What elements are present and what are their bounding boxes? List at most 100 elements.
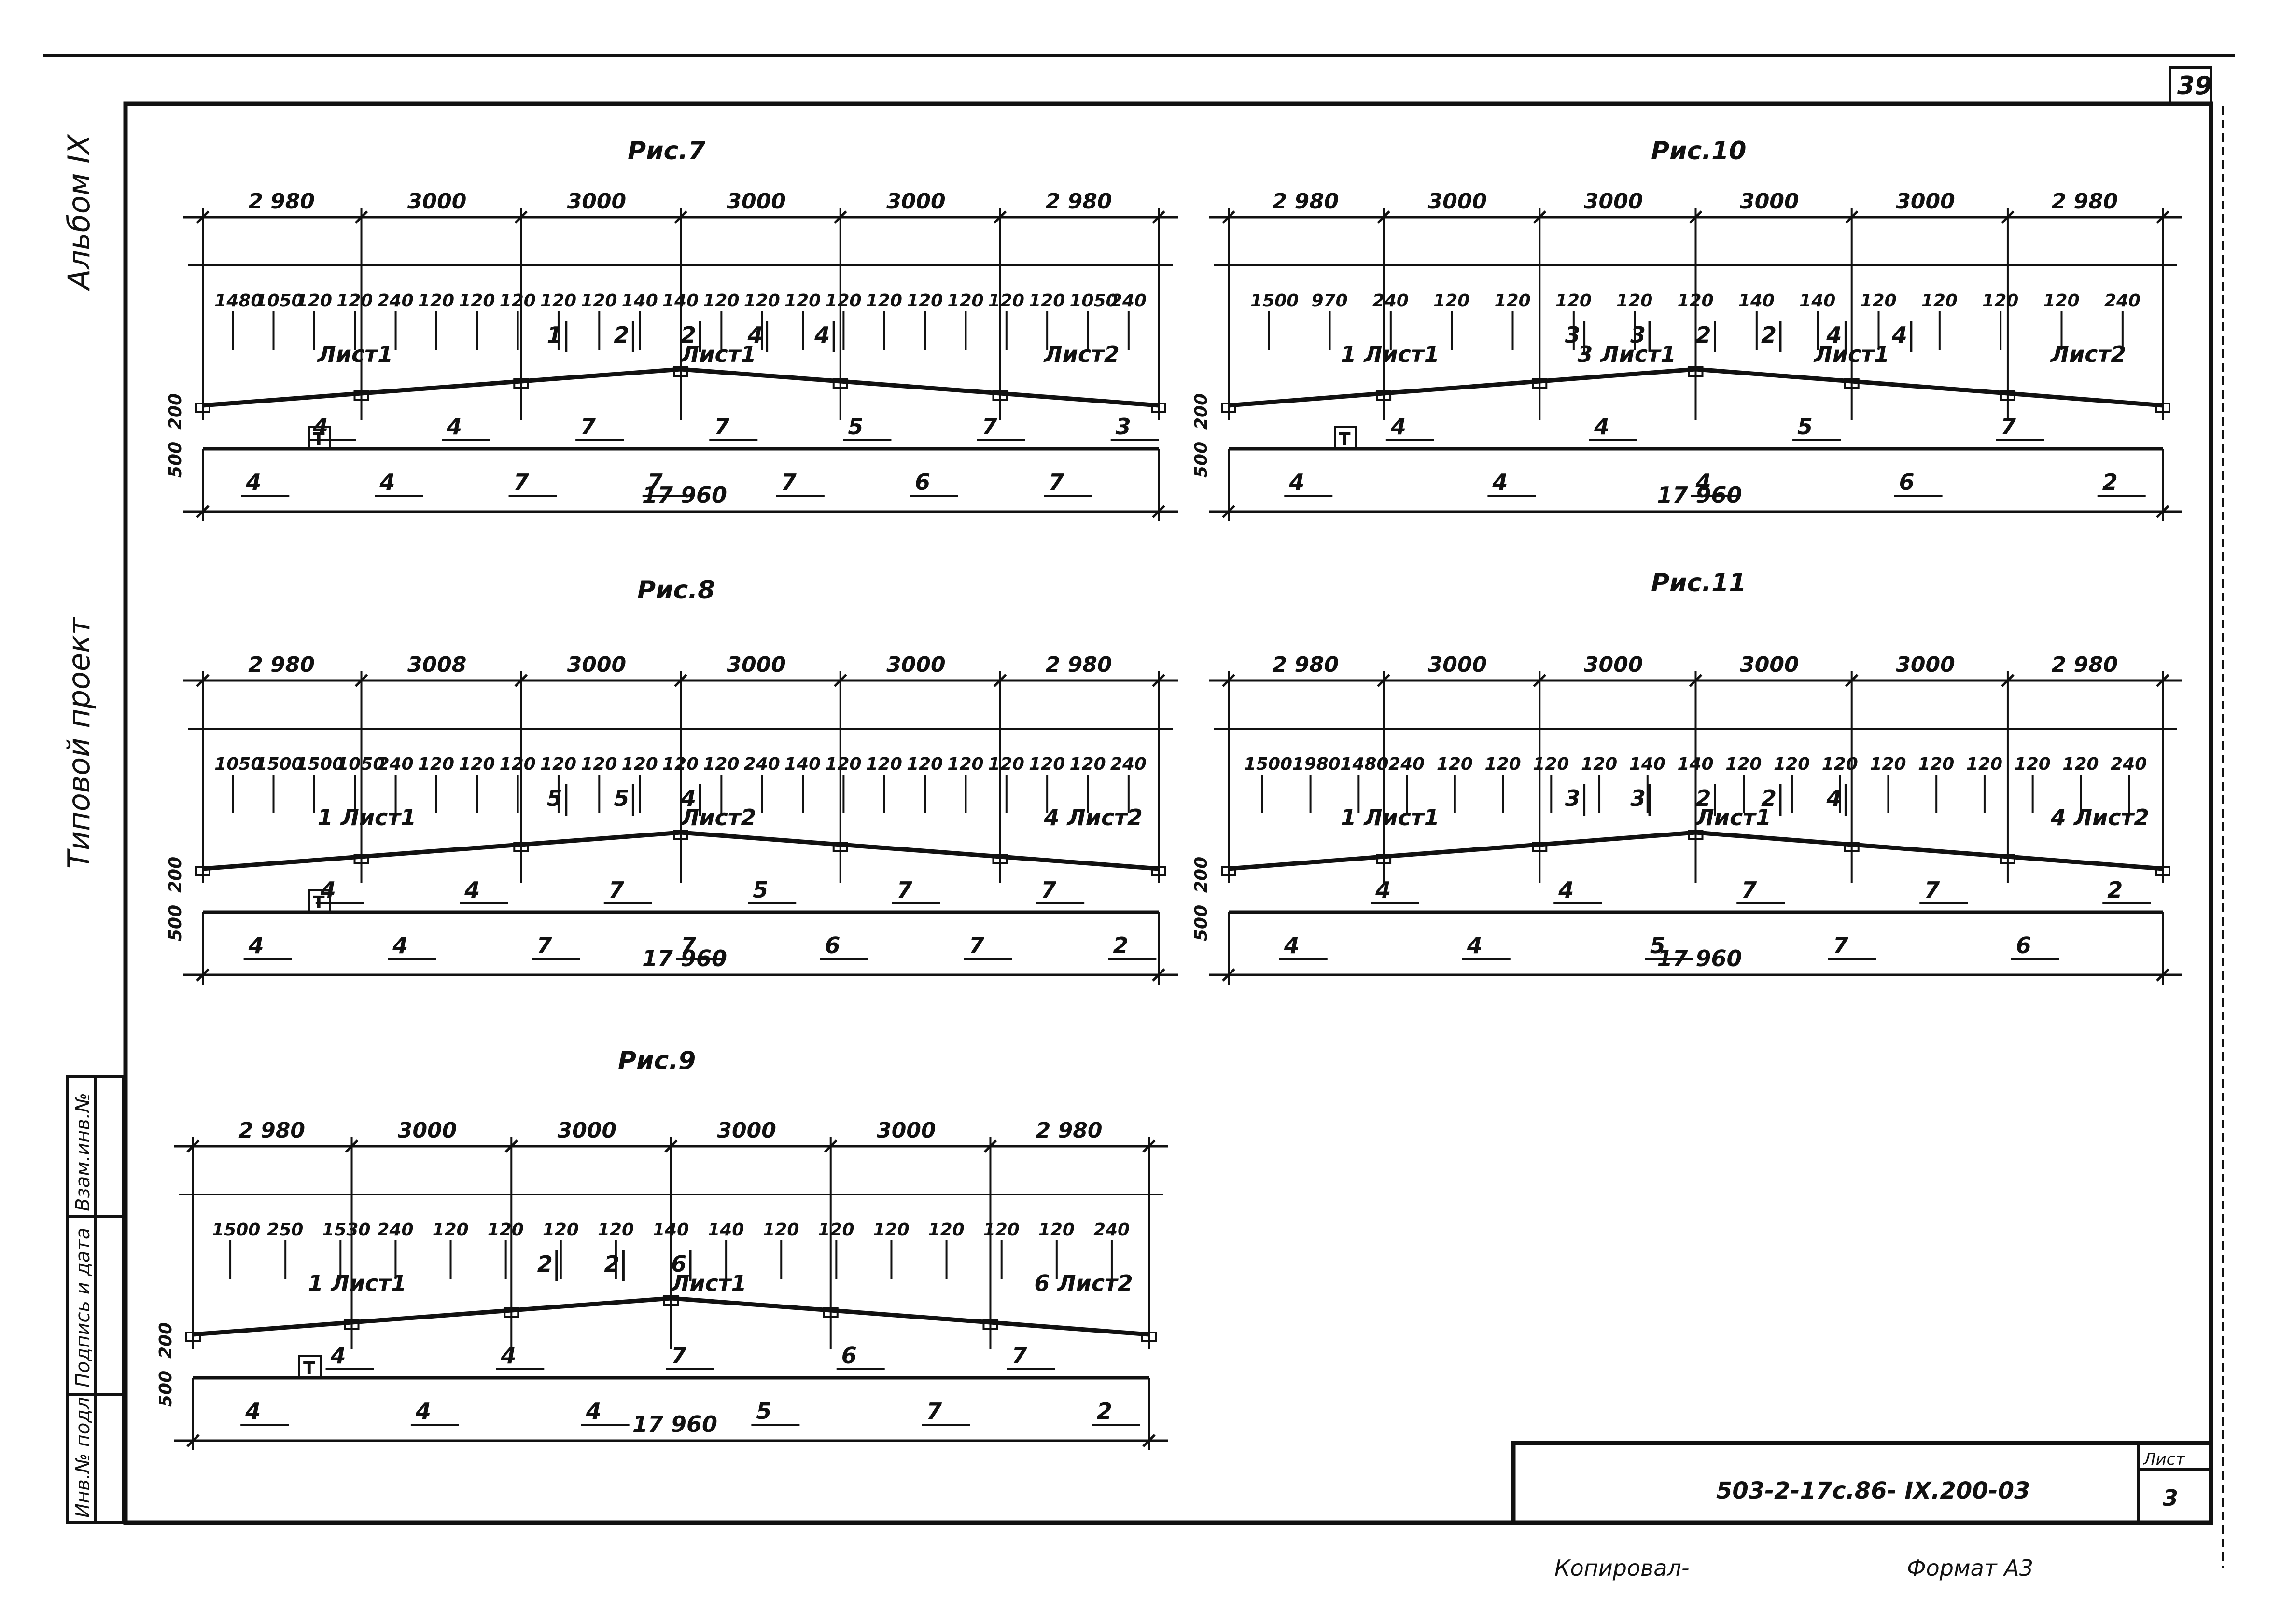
- purlin-block: [195, 403, 210, 413]
- sub-dimension: 240: [1110, 754, 1147, 774]
- sheet-number: 3: [2163, 1485, 2178, 1511]
- section-mark: 2: [1761, 322, 1777, 348]
- sub-dimension: 120: [1029, 291, 1065, 311]
- callout-number: 6: [2016, 932, 2031, 958]
- roof-profile: [1228, 830, 2163, 871]
- callout-number: 2: [1113, 932, 1128, 958]
- bay-dimension: 2 980: [2051, 189, 2118, 214]
- sub-dimension: 120: [784, 291, 821, 311]
- bay-dimension: 2 980: [1046, 652, 1112, 677]
- purlin-block: [663, 1295, 679, 1306]
- section-mark: 2: [1696, 785, 1711, 811]
- height-200: 200: [166, 393, 185, 430]
- format-label: Формат А3: [1907, 1555, 2033, 1581]
- sub-dimension: 120: [825, 754, 861, 774]
- callout-number: 7: [781, 469, 797, 495]
- section-mark: 4: [814, 322, 830, 348]
- page-number-box: [2169, 66, 2212, 105]
- sub-dimension: 120: [296, 291, 332, 311]
- bay-dimension: 2 980: [248, 189, 315, 214]
- stamp-signature-date: Подпись и дата: [72, 1228, 94, 1388]
- section-mark: 4: [1891, 322, 1907, 348]
- bay-dimension: 3000: [558, 1118, 616, 1143]
- sub-dimension: 120: [744, 291, 780, 311]
- callout-number: 4: [1594, 414, 1609, 440]
- sub-dimension: 120: [866, 291, 902, 311]
- sub-dimension: 120: [763, 1220, 799, 1240]
- sheet-mark: Лист1: [1695, 805, 1771, 831]
- roof-profile: [193, 1296, 1149, 1337]
- sub-dimension: 120: [433, 1220, 469, 1240]
- callout-number: 7: [1833, 932, 1848, 958]
- sub-dimension: 1480: [1340, 754, 1388, 774]
- bay-dimension: 3000: [727, 652, 785, 677]
- sub-dimension: 120: [873, 1220, 909, 1240]
- sub-dimension: 120: [418, 754, 454, 774]
- purlin-block: [1221, 866, 1236, 876]
- callout-number: 7: [1049, 469, 1064, 495]
- bay-dimension: 3000: [1740, 652, 1799, 677]
- section-mark: 5: [547, 785, 562, 811]
- callout-number: 7: [681, 932, 696, 958]
- sub-dimension: 120: [2043, 291, 2080, 311]
- sub-dimension: 140: [622, 291, 658, 311]
- section-mark: 2: [604, 1251, 619, 1277]
- callout-number: 4: [320, 877, 336, 903]
- purlin-block: [513, 842, 529, 852]
- height-500: 500: [156, 1371, 176, 1407]
- sub-dimension: 1530: [322, 1220, 370, 1240]
- purlin-block: [353, 390, 369, 401]
- callout-number: 5: [848, 414, 863, 440]
- bay-dimension: 3000: [717, 1118, 776, 1143]
- sheet-mark: Лист1: [670, 1270, 746, 1296]
- callout-number: 4: [379, 469, 395, 495]
- callout-number: 7: [580, 414, 596, 440]
- sub-dimension: 120: [947, 291, 983, 311]
- bay-dimension: 3000: [877, 1118, 936, 1143]
- callout-number: 4: [312, 414, 328, 440]
- callout-number: 4: [1695, 469, 1711, 495]
- purlin-block: [1376, 390, 1392, 401]
- bay-dimension: 3000: [407, 189, 466, 214]
- callout-number: 7: [671, 1343, 686, 1369]
- purlin-block: [1221, 403, 1236, 413]
- sheet-mark: Лист1: [1813, 341, 1889, 367]
- sheet-mark: 3 Лист1: [1577, 341, 1676, 367]
- sub-dimension: 120: [1437, 754, 1473, 774]
- bay-dimension: 3000: [1428, 652, 1487, 677]
- sub-dimension: 120: [488, 1220, 524, 1240]
- purlin-block: [832, 842, 848, 852]
- purlin-block: [1688, 830, 1704, 840]
- sub-dimension: 120: [2062, 754, 2099, 774]
- stamp-replace-inv: Взам.инв.№: [72, 1093, 94, 1211]
- callout-number: 4: [464, 877, 480, 903]
- callout-number: 7: [926, 1398, 942, 1424]
- callout-number: 4: [415, 1398, 431, 1424]
- figure-title: Рис.7: [628, 137, 706, 166]
- callout-number: 6: [825, 932, 840, 958]
- sub-dimension: 120: [1581, 754, 1617, 774]
- figure-title: Рис.9: [618, 1046, 696, 1075]
- boxed-mark-frame: [298, 1355, 322, 1378]
- sub-dimension: 120: [1433, 291, 1469, 311]
- callout-number: 7: [897, 877, 912, 903]
- sub-dimension: 120: [907, 754, 943, 774]
- sub-dimension: 120: [1485, 754, 1521, 774]
- purlin-block: [673, 366, 688, 377]
- boxed-mark-frame: [308, 426, 331, 449]
- sheet-mark: Лист2: [1043, 341, 1119, 367]
- callout-number: 6: [841, 1343, 857, 1369]
- sub-dimension: 120: [2015, 754, 2051, 774]
- sub-dimension: 120: [988, 291, 1024, 311]
- callout-number: 2: [2102, 469, 2118, 495]
- callout-number: 4: [500, 1343, 516, 1369]
- sheet-mark: 1 Лист1: [1341, 805, 1439, 831]
- copied-by: Копировал-: [1554, 1555, 1689, 1581]
- bay-dimension: 3000: [1428, 189, 1487, 214]
- sub-dimension: 120: [907, 291, 943, 311]
- callout-number: 5: [1797, 414, 1813, 440]
- section-mark: 3: [1565, 322, 1581, 348]
- callout-number: 4: [392, 932, 408, 958]
- sub-dimension: 140: [708, 1220, 744, 1240]
